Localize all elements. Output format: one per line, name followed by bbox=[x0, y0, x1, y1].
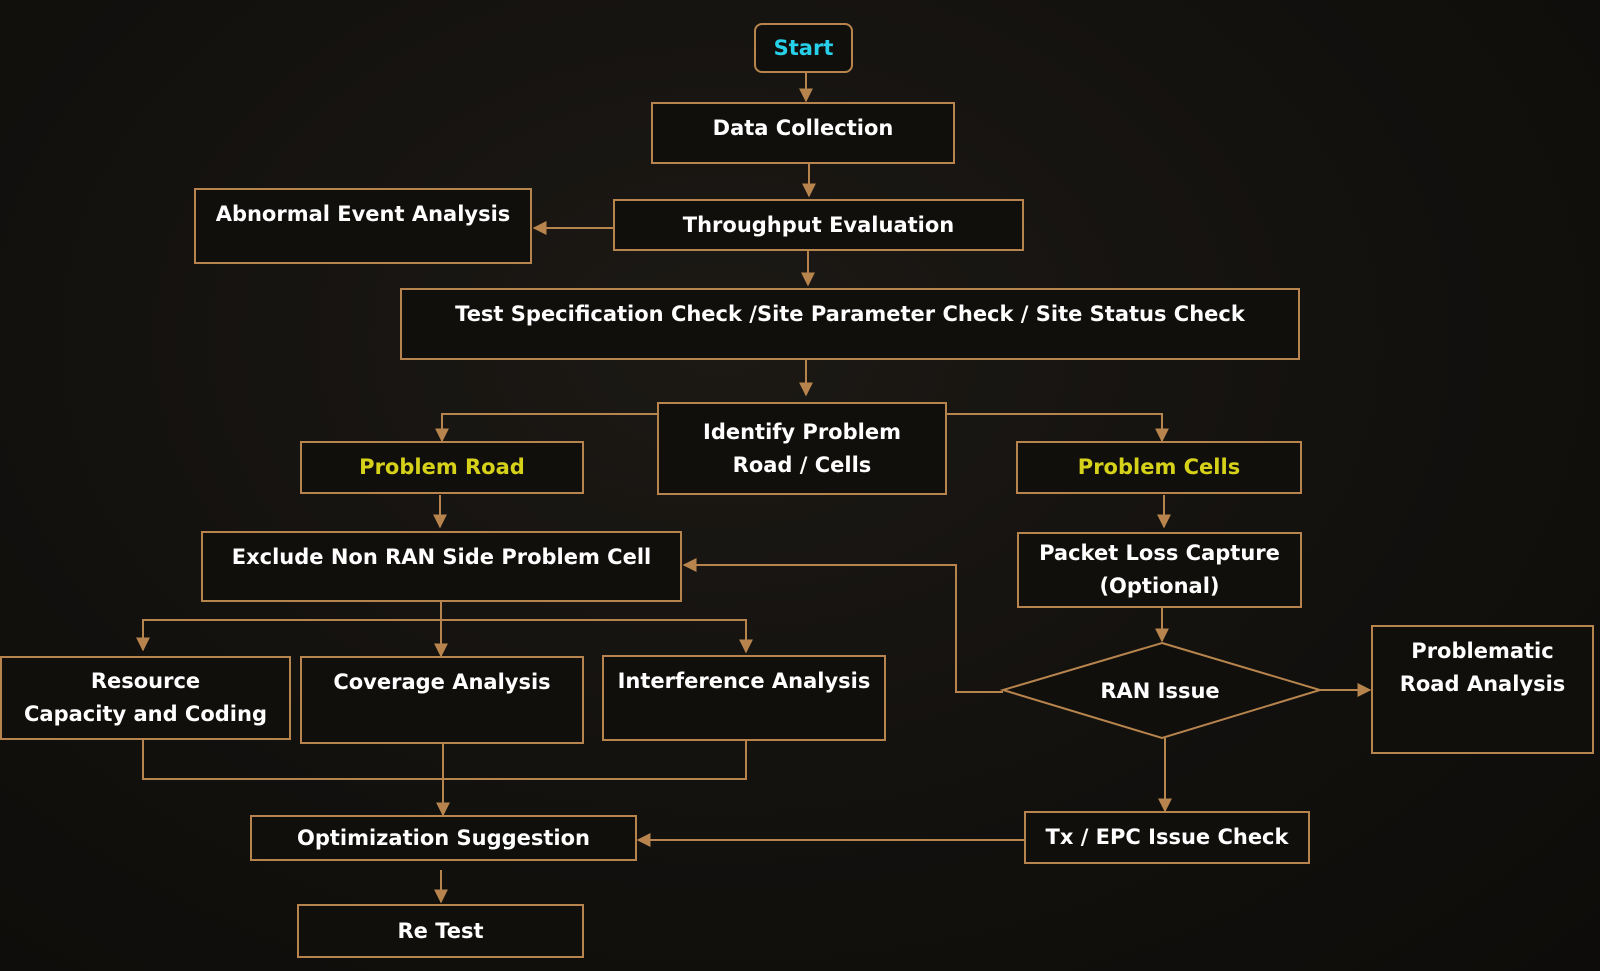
exclude-non-ran-node: Exclude Non RAN Side Problem Cell bbox=[201, 531, 682, 602]
edge-exclude-to-interference bbox=[441, 619, 753, 654]
start-node: Start bbox=[754, 23, 853, 73]
problematic-road-analysis-label: Problematic Road Analysis bbox=[1399, 639, 1566, 696]
problem-cells-label: Problem Cells bbox=[1077, 455, 1241, 479]
exclude-non-ran-label: Exclude Non RAN Side Problem Cell bbox=[231, 545, 652, 569]
problem-road-label: Problem Road bbox=[359, 455, 525, 479]
packet-loss-capture-node: Packet Loss Capture (Optional) bbox=[1017, 532, 1302, 608]
edge-merge-branches bbox=[142, 739, 747, 780]
problem-cells-node: Problem Cells bbox=[1016, 441, 1302, 494]
interference-analysis-label: Interference Analysis bbox=[617, 669, 871, 693]
resource-capacity-label: Resource Capacity and Coding bbox=[24, 669, 267, 726]
edge-identify-to-problem-road bbox=[435, 413, 657, 443]
abnormal-event-analysis-node: Abnormal Event Analysis bbox=[194, 188, 532, 264]
throughput-evaluation-label: Throughput Evaluation bbox=[682, 212, 955, 237]
interference-analysis-node: Interference Analysis bbox=[602, 655, 886, 741]
coverage-analysis-label: Coverage Analysis bbox=[333, 670, 551, 694]
data-collection-node: Data Collection bbox=[651, 102, 955, 164]
edge-identify-to-problem-cells bbox=[947, 413, 1169, 443]
abnormal-event-analysis-label: Abnormal Event Analysis bbox=[215, 202, 511, 226]
packet-loss-capture-label: Packet Loss Capture (Optional) bbox=[1039, 541, 1280, 598]
start-label: Start bbox=[773, 35, 834, 60]
ran-issue-diamond bbox=[999, 641, 1324, 740]
data-collection-label: Data Collection bbox=[712, 116, 894, 140]
identify-problem-label: Identify Problem Road / Cells bbox=[703, 419, 901, 477]
spec-check-label: Test Specification Check /Site Parameter… bbox=[455, 302, 1245, 326]
identify-problem-node: Identify Problem Road / Cells bbox=[657, 402, 947, 495]
coverage-analysis-node: Coverage Analysis bbox=[300, 656, 584, 744]
ran-issue-label: RAN Issue bbox=[1100, 679, 1220, 703]
problematic-road-analysis-node: Problematic Road Analysis bbox=[1371, 625, 1594, 754]
edge-ran-to-exclude bbox=[682, 558, 1003, 693]
re-test-label: Re Test bbox=[397, 918, 484, 943]
optimization-suggestion-label: Optimization Suggestion bbox=[296, 825, 590, 850]
resource-capacity-node: Resource Capacity and Coding bbox=[0, 656, 291, 740]
problem-road-node: Problem Road bbox=[300, 441, 584, 494]
edge-exclude-split bbox=[136, 601, 442, 652]
tx-epc-issue-check-node: Tx / EPC Issue Check bbox=[1024, 811, 1310, 864]
spec-check-node: Test Specification Check /Site Parameter… bbox=[400, 288, 1300, 360]
tx-epc-issue-check-label: Tx / EPC Issue Check bbox=[1045, 825, 1289, 849]
re-test-node: Re Test bbox=[297, 904, 584, 958]
throughput-evaluation-node: Throughput Evaluation bbox=[613, 199, 1024, 251]
optimization-suggestion-node: Optimization Suggestion bbox=[250, 815, 637, 861]
